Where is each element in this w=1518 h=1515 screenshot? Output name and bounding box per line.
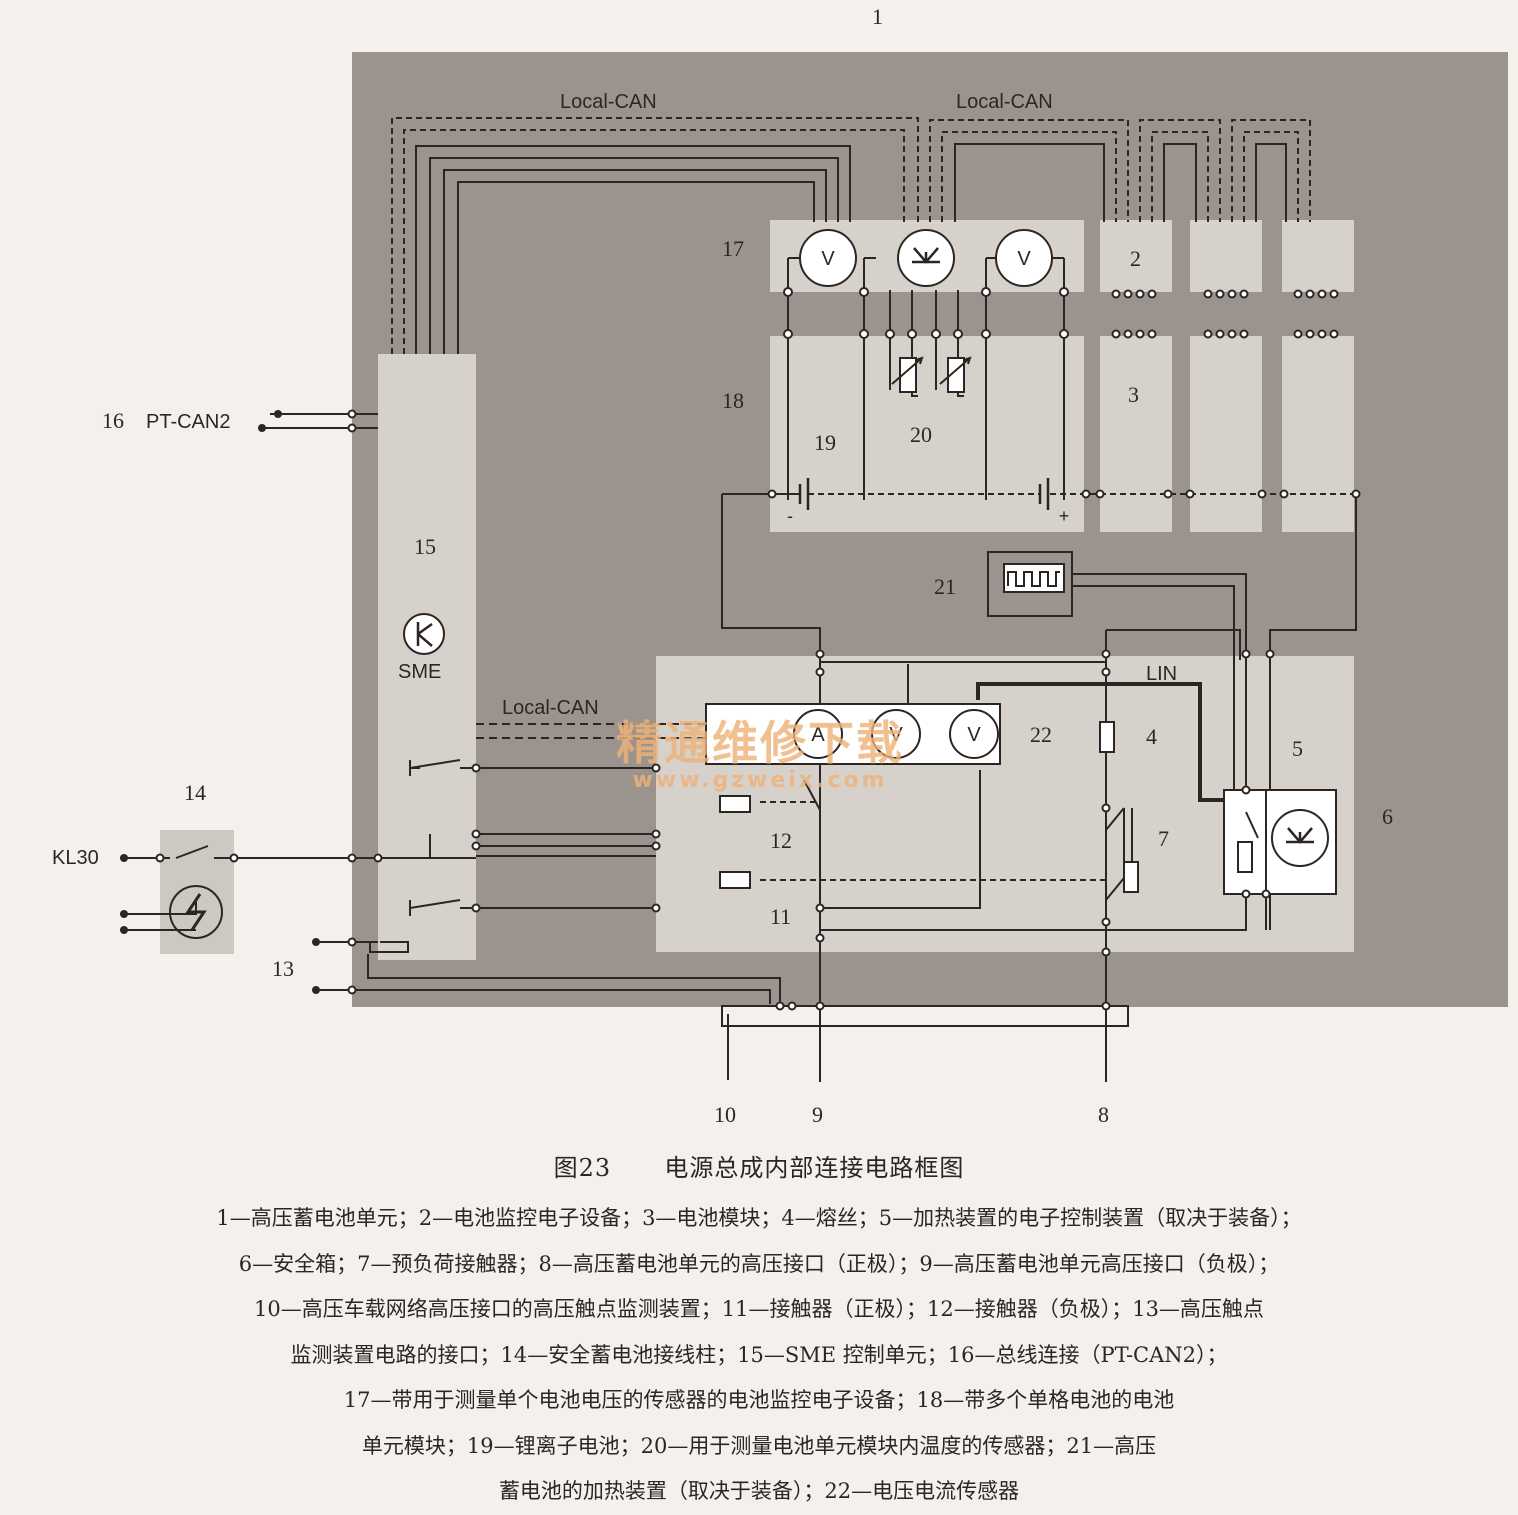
local-can-solid-lines xyxy=(415,145,851,354)
figure-title: 电源总成内部连接电路框图 xyxy=(664,1154,965,1182)
legend-line: 17—带用于测量单个电池电压的传感器的电池监控电子设备；18—带多个单格电池的电… xyxy=(343,1388,1175,1412)
module-panel-3b xyxy=(1190,336,1262,532)
label-22: 22 xyxy=(1030,722,1052,747)
circuit-diagram: 1 Local-CAN Local-CAN 17 2 18 3 19 20 16… xyxy=(52,4,1508,1127)
safety-battery-terminal xyxy=(160,830,234,954)
meter-v-symbol: V xyxy=(1017,248,1031,270)
label-7: 7 xyxy=(1158,826,1169,851)
voltmeter-icon xyxy=(949,709,999,759)
label-6: 6 xyxy=(1382,804,1393,829)
module-panel-3c xyxy=(1282,336,1354,532)
meter-v-symbol: V xyxy=(967,724,981,746)
battery-module-panel-18 xyxy=(770,336,1084,532)
meter-v-symbol: V xyxy=(889,724,903,746)
sme-transistor-icon xyxy=(403,613,445,655)
label-20: 20 xyxy=(910,422,932,447)
label-local-can-1: Local-CAN xyxy=(560,91,657,113)
monitor-panel-2b xyxy=(1190,220,1262,292)
label-21: 21 xyxy=(934,574,956,599)
figure-caption: 图23 电源总成内部连接电路框图 xyxy=(0,1148,1518,1183)
monitor-panel-2a xyxy=(1100,220,1172,292)
legend-line: 单元模块；19—锂离子电池；20—用于测量电池单元模块内温度的传感器；21—高压 xyxy=(361,1433,1157,1458)
ammeter-icon xyxy=(793,709,843,759)
legend-line: 6—安全箱；7—预负荷接触器；8—高压蓄电池单元的高压接口（正极）；9—高压蓄电… xyxy=(238,1251,1280,1276)
label-local-can-3: Local-CAN xyxy=(502,697,599,719)
voltmeter-icon xyxy=(995,229,1053,287)
battery-plus: + xyxy=(1059,506,1070,526)
label-10: 10 xyxy=(714,1102,736,1127)
battery-minus: - xyxy=(787,506,793,526)
meter-a-symbol: A xyxy=(811,724,825,746)
label-lin: LIN xyxy=(1146,663,1177,685)
legend-line: 蓄电池的加热装置（取决于装备）；22—电压电流传感器 xyxy=(498,1479,1020,1503)
local-can-bus-lines xyxy=(391,117,919,354)
label-9: 9 xyxy=(812,1102,823,1127)
label-1: 1 xyxy=(872,4,883,29)
legend-line: 监测装置电路的接口；14—安全蓄电池接线柱；15—SME 控制单元；16—总线连… xyxy=(290,1342,1228,1367)
figure-number: 图23 xyxy=(553,1154,612,1182)
label-13: 13 xyxy=(272,956,294,981)
label-kl30: KL30 xyxy=(52,847,99,869)
voltmeter-icon xyxy=(799,229,857,287)
label-19: 19 xyxy=(814,430,836,455)
label-2: 2 xyxy=(1130,246,1141,271)
label-sme: SME xyxy=(398,661,441,683)
label-15: 15 xyxy=(414,534,436,559)
label-4: 4 xyxy=(1146,724,1157,749)
monitor-panel-2c xyxy=(1282,220,1354,292)
label-18: 18 xyxy=(722,388,744,413)
label-8: 8 xyxy=(1098,1102,1109,1127)
label-17: 17 xyxy=(722,236,744,261)
voltmeter-icon xyxy=(871,709,921,759)
label-pt-can2: PT-CAN2 xyxy=(146,411,230,433)
label-12: 12 xyxy=(770,828,792,853)
sme-control-unit xyxy=(378,354,476,960)
figure-legend: 1—高压蓄电池单元；2—电池监控电子设备；3—电池模块；4—熔丝；5—加热装置的… xyxy=(0,1196,1518,1515)
legend-line: 10—高压车载网络高压接口的高压触点监测装置；11—接触器（正极）；12—接触器… xyxy=(254,1297,1264,1321)
label-14: 14 xyxy=(184,780,206,805)
label-local-can-2: Local-CAN xyxy=(956,91,1053,113)
meter-v-symbol: V xyxy=(821,248,835,270)
legend-line: 1—高压蓄电池单元；2—电池监控电子设备；3—电池模块；4—熔丝；5—加热装置的… xyxy=(216,1206,1302,1230)
module-panel-3a xyxy=(1100,336,1172,532)
label-5: 5 xyxy=(1292,736,1303,761)
label-16: 16 xyxy=(102,408,124,433)
label-3: 3 xyxy=(1128,382,1139,407)
label-11: 11 xyxy=(770,904,791,929)
